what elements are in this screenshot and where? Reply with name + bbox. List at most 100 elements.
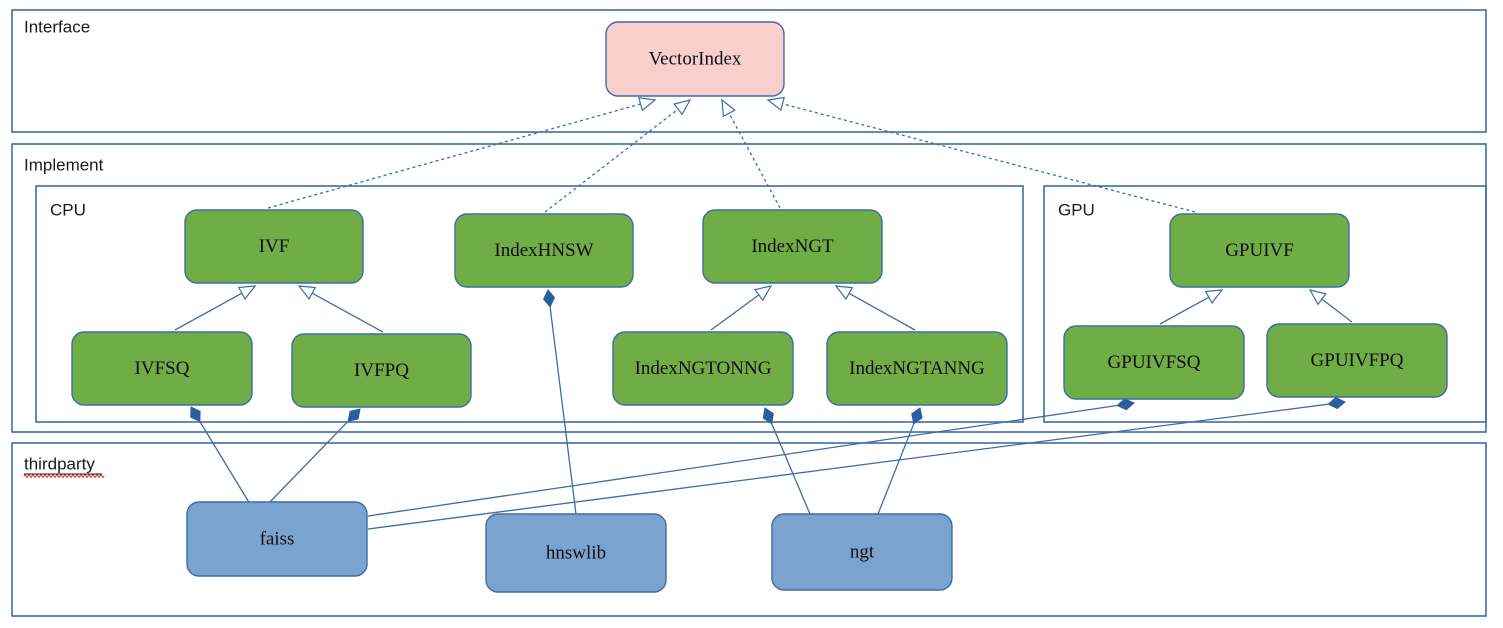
node-ivf[interactable]: IVF: [184, 209, 364, 284]
node-label-vectorindex: VectorIndex: [649, 48, 742, 69]
node-label-gpuivf: GPUIVF: [1225, 240, 1294, 261]
edge-line: [1321, 298, 1353, 323]
edge-ivfpq-to-ivf: [297, 285, 384, 333]
node-label-indexngtanng: IndexNGTANNG: [849, 358, 985, 379]
node-label-ivfsq: IVFSQ: [135, 358, 190, 379]
node-faiss[interactable]: faiss: [186, 501, 368, 577]
node-label-ivf: IVF: [259, 236, 290, 257]
node-box-ivfpq[interactable]: [291, 333, 472, 408]
node-box-ivfsq[interactable]: [71, 331, 253, 406]
group-border-cpu: [35, 185, 1024, 423]
edge-line: [267, 103, 641, 209]
node-label-ivfpq: IVFPQ: [354, 360, 409, 381]
node-gpuivfsq[interactable]: GPUIVFSQ: [1063, 325, 1245, 400]
node-indexngtanng[interactable]: IndexNGTANNG: [826, 331, 1008, 406]
arrowhead-hollow-triangle-icon: [754, 285, 773, 302]
node-label-indexhnsw: IndexHNSW: [494, 240, 593, 261]
edge-indexhnsw-to-vectorindex: [544, 99, 692, 213]
node-box-indexngtonng[interactable]: [612, 331, 794, 406]
node-box-indexngtanng[interactable]: [826, 331, 1008, 406]
edge-line: [267, 420, 349, 505]
node-indexngtonng[interactable]: IndexNGTONNG: [612, 331, 794, 406]
arrowhead-hollow-triangle-icon: [834, 285, 854, 301]
group-thirdparty: thirdparty: [11, 442, 1487, 617]
edge-indexngtanng-to-indexngt: [834, 285, 916, 331]
node-ivfsq[interactable]: IVFSQ: [71, 331, 253, 406]
node-label-indexngtonng: IndexNGTONNG: [635, 358, 772, 379]
group-interface: Interface: [11, 9, 1487, 133]
edge-line: [174, 292, 243, 331]
node-ngt[interactable]: ngt: [771, 513, 953, 591]
group-label-interface: Interface: [24, 17, 90, 36]
node-box-gpuivfsq[interactable]: [1063, 325, 1245, 400]
group-label-cpu: CPU: [50, 200, 86, 219]
node-box-faiss[interactable]: [186, 501, 368, 577]
arrowhead-hollow-triangle-icon: [297, 285, 317, 300]
group-cpu: CPU: [35, 185, 1024, 423]
node-hnswlib[interactable]: hnswlib: [485, 513, 667, 593]
edge-line: [311, 292, 384, 333]
arrowhead-hollow-triangle-icon: [766, 96, 785, 112]
node-label-ngt: ngt: [850, 541, 875, 562]
group-gpu: GPU: [1043, 185, 1487, 423]
edge-faiss-to-ivfsq: [190, 406, 251, 505]
arrowhead-filled-diamond-icon: [1116, 398, 1135, 411]
edge-ivfsq-to-ivf: [174, 285, 257, 331]
node-box-gpuivfpq[interactable]: [1266, 323, 1448, 398]
node-box-ivf[interactable]: [184, 209, 364, 284]
node-label-faiss: faiss: [260, 528, 295, 549]
node-label-gpuivfpq: GPUIVFPQ: [1311, 350, 1404, 371]
edge-line: [549, 306, 577, 515]
arrowhead-hollow-triangle-icon: [673, 99, 692, 116]
node-vectorindex[interactable]: VectorIndex: [605, 21, 785, 97]
node-box-hnswlib[interactable]: [485, 513, 667, 593]
node-label-indexngt: IndexNGT: [751, 236, 834, 257]
node-gpuivf[interactable]: GPUIVF: [1169, 213, 1350, 288]
spellcheck-underline-thirdparty: [23, 474, 105, 478]
edge-line: [728, 112, 781, 209]
arrowhead-hollow-triangle-icon: [637, 97, 657, 112]
edge-indexngtonng-to-indexngt: [710, 285, 773, 331]
node-label-hnswlib: hnswlib: [546, 542, 606, 563]
edge-gpuivf-to-vectorindex: [766, 96, 1196, 213]
node-box-ngt[interactable]: [771, 513, 953, 591]
edge-ngt-to-indexngtanng: [877, 407, 923, 515]
node-indexngt[interactable]: IndexNGT: [702, 209, 883, 284]
arrowhead-filled-diamond-icon: [911, 407, 923, 425]
arrowhead-filled-diamond-icon: [347, 408, 361, 422]
edge-faiss-to-ivfpq: [267, 408, 361, 505]
arrowhead-hollow-triangle-icon: [1308, 289, 1327, 306]
edge-line: [877, 423, 915, 515]
node-indexhnsw[interactable]: IndexHNSW: [454, 213, 634, 288]
relationship-edges: [174, 96, 1353, 530]
arrowhead-hollow-triangle-icon: [1204, 289, 1224, 305]
edge-faiss-to-gpuivfpq: [367, 397, 1346, 530]
node-gpuivfpq[interactable]: GPUIVFPQ: [1266, 323, 1448, 398]
group-border-gpu: [1043, 185, 1487, 423]
group-border-thirdparty: [11, 442, 1487, 617]
node-box-gpuivf[interactable]: [1169, 213, 1350, 288]
node-box-indexhnsw[interactable]: [454, 213, 634, 288]
arrowhead-hollow-triangle-icon: [237, 285, 257, 301]
edge-line: [848, 292, 916, 331]
edge-gpuivfsq-to-gpuivf: [1159, 289, 1224, 325]
edge-line: [771, 423, 811, 515]
node-box-indexngt[interactable]: [702, 209, 883, 284]
edge-ivf-to-vectorindex: [267, 97, 657, 209]
arrowhead-hollow-triangle-icon: [721, 98, 736, 118]
edge-line: [367, 403, 1329, 530]
group-label-implement: Implement: [24, 155, 104, 174]
node-box-vectorindex[interactable]: [605, 21, 785, 97]
edge-line: [782, 103, 1196, 213]
node-label-gpuivfsq: GPUIVFSQ: [1108, 352, 1201, 373]
arrowhead-filled-diamond-icon: [543, 289, 556, 308]
node-ivfpq[interactable]: IVFPQ: [291, 333, 472, 408]
group-border-interface: [11, 9, 1487, 133]
edge-line: [367, 404, 1118, 517]
arrowhead-filled-diamond-icon: [762, 407, 774, 425]
edge-indexngt-to-vectorindex: [721, 98, 781, 209]
